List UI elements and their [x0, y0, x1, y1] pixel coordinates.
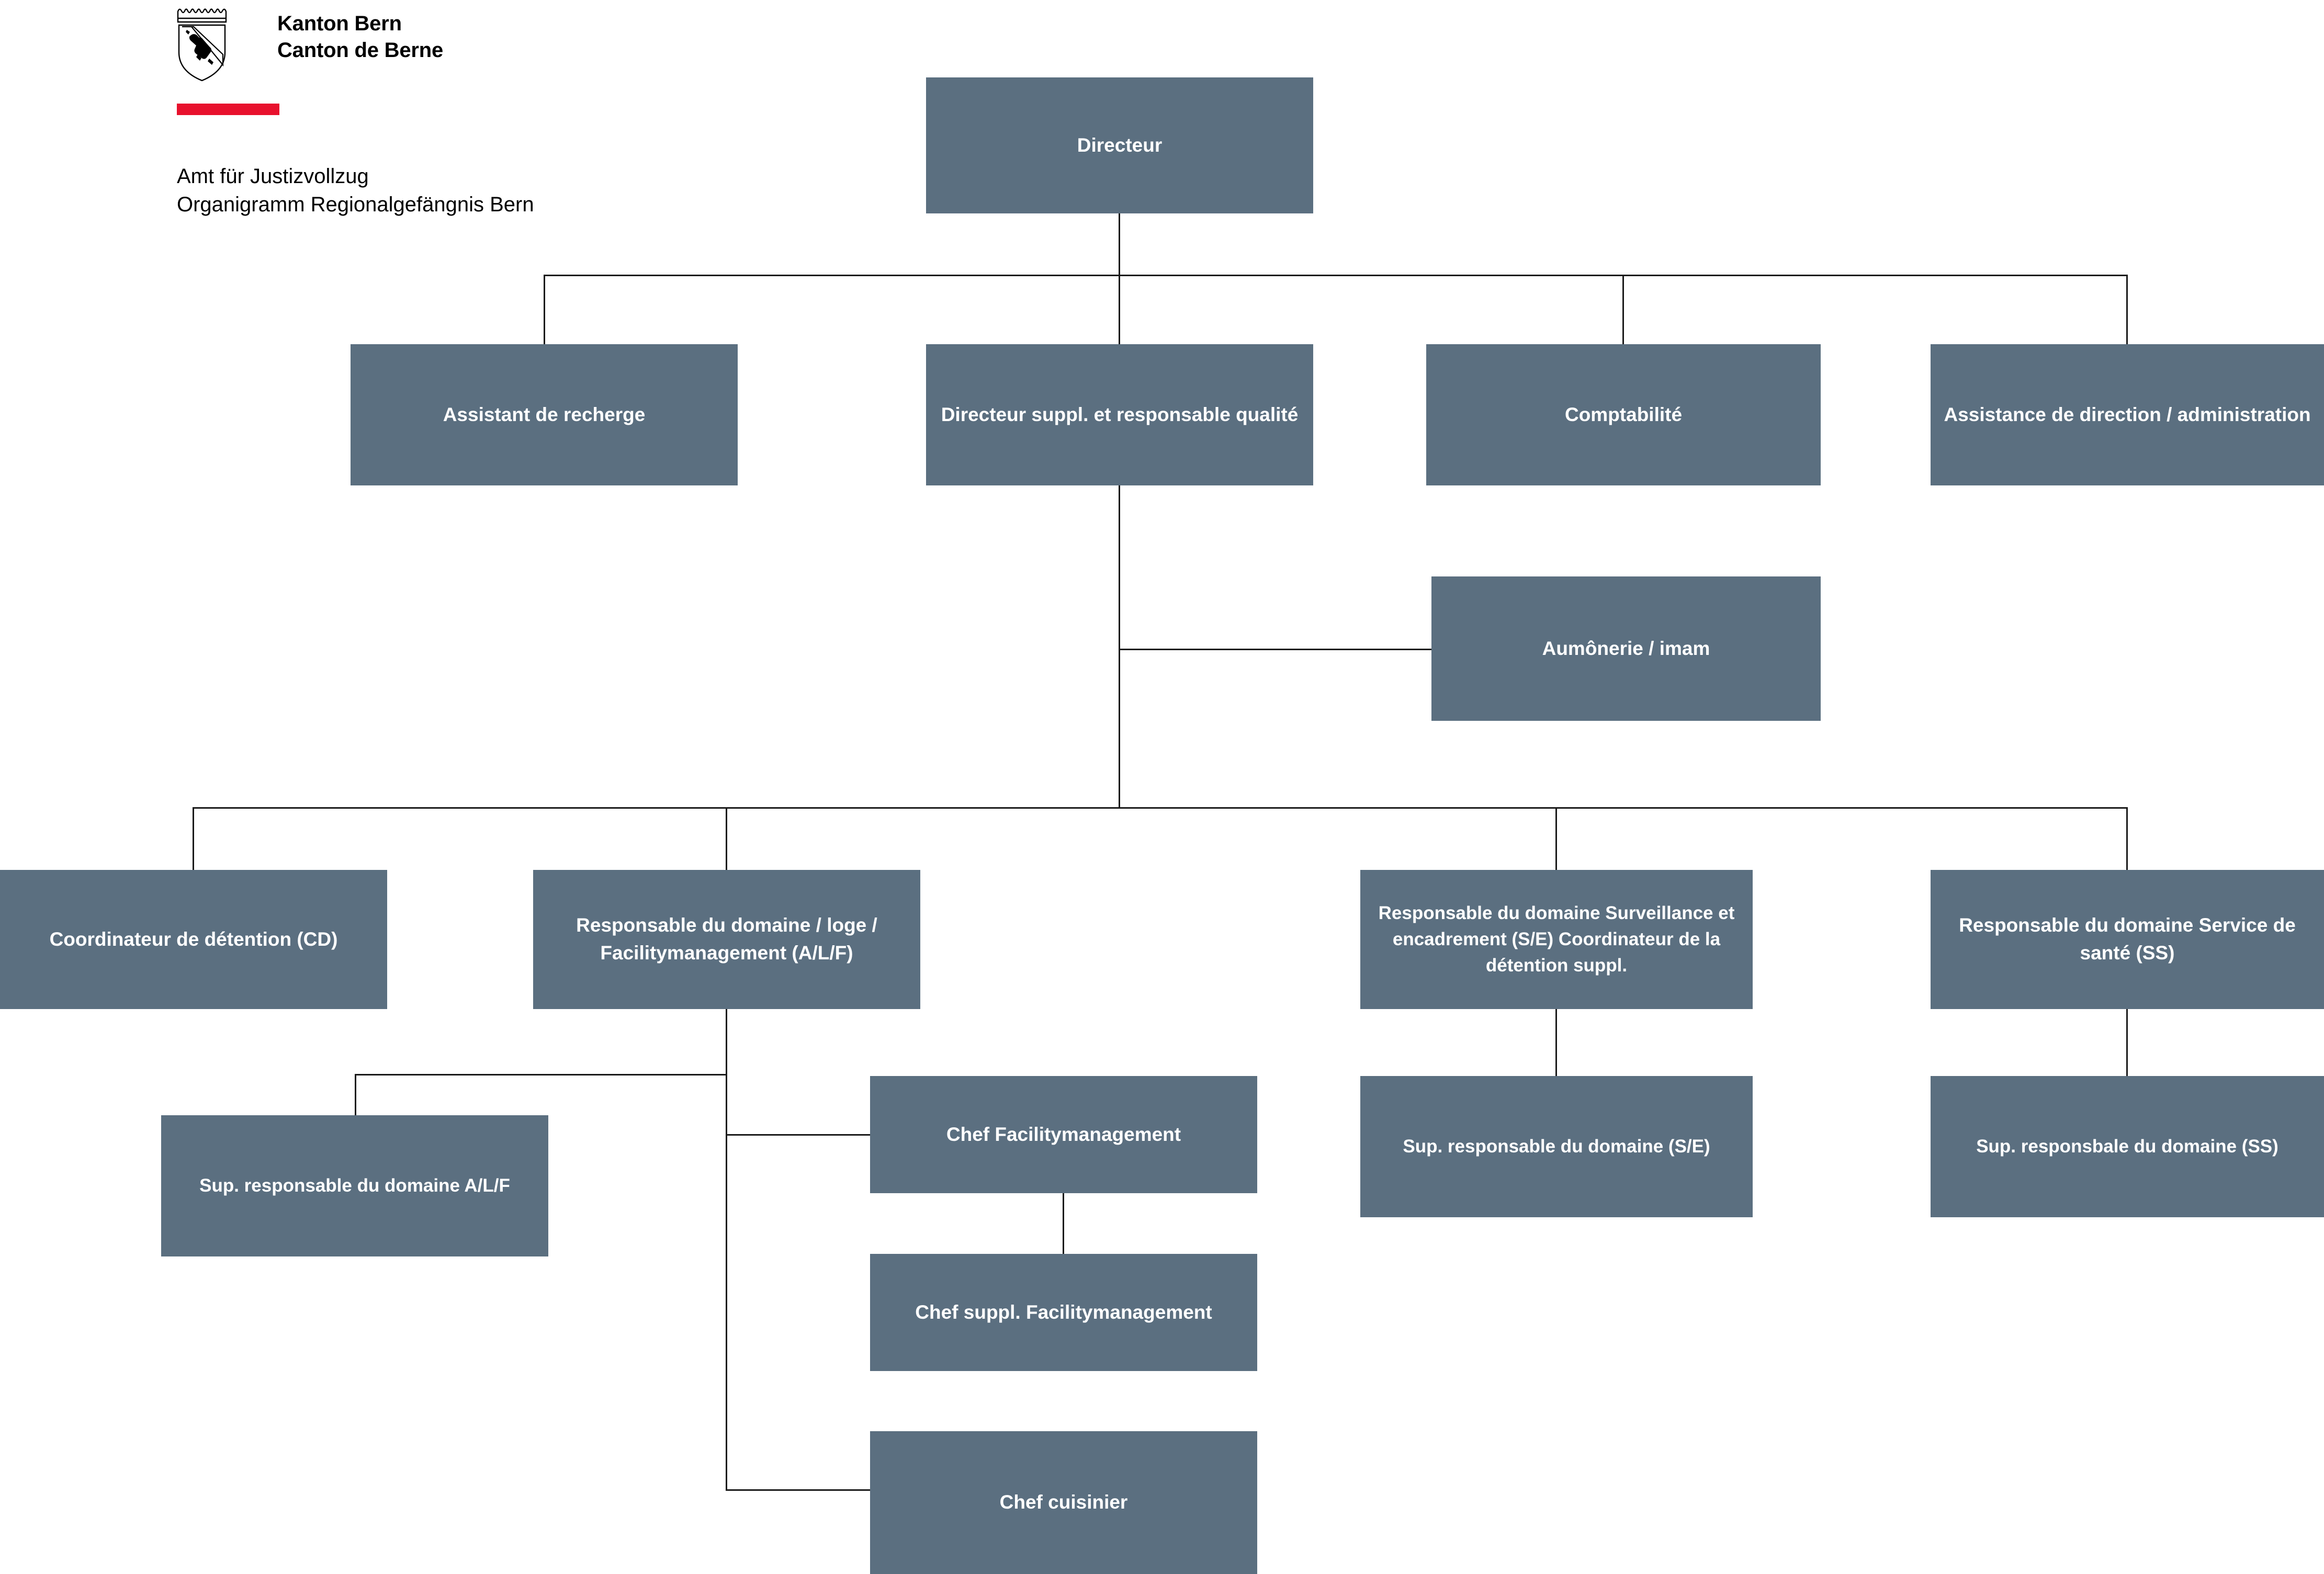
node-sup-responsable-se[interactable]: Sup. responsable du domaine (S/E): [1360, 1076, 1753, 1217]
node-chef-cuisinier[interactable]: Chef cuisinier: [870, 1431, 1257, 1574]
connector-to-assistant: [544, 275, 545, 345]
node-directeur-suppl-qualite[interactable]: Directeur suppl. et responsable qualité: [926, 344, 1313, 485]
node-directeur[interactable]: Directeur: [926, 77, 1313, 213]
connector-to-directeur-suppl: [1119, 275, 1120, 345]
brand-name-fr: Canton de Berne: [277, 39, 444, 62]
connector-to-aumonerie: [1119, 649, 1432, 650]
node-responsable-alf[interactable]: Responsable du domaine / loge / Facility…: [533, 870, 920, 1009]
connector-ss-to-sup-ss: [2126, 1009, 2128, 1077]
brand-accent-bar: [177, 104, 279, 115]
connector-se-to-sup-se: [1555, 1009, 1557, 1077]
node-assistant-de-recherge[interactable]: Assistant de recherge: [351, 344, 738, 485]
node-sup-responsable-ss[interactable]: Sup. responsbale du domaine (SS): [1931, 1076, 2324, 1217]
node-coordinateur-detention[interactable]: Coordinateur de détention (CD): [0, 870, 387, 1009]
node-assistance-direction[interactable]: Assistance de direction / administration: [1931, 344, 2324, 485]
connector-alf-sup-drop: [355, 1074, 356, 1117]
connector-alf-to-chef-cuisinier: [726, 1489, 871, 1491]
node-aumonerie-imam[interactable]: Aumônerie / imam: [1431, 576, 1821, 721]
node-chef-suppl-facilitymanagement[interactable]: Chef suppl. Facilitymanagement: [870, 1254, 1257, 1371]
brand-name-de: Kanton Bern: [277, 12, 402, 35]
node-chef-facilitymanagement[interactable]: Chef Facilitymanagement: [870, 1076, 1257, 1193]
connector-to-resp-ss: [2126, 807, 2128, 871]
connector-to-resp-se: [1555, 807, 1557, 871]
connector-chef-fm-to-suppl: [1063, 1193, 1064, 1255]
connector-row3-bus: [193, 807, 2127, 809]
connector-row2-bus: [544, 275, 2127, 276]
node-comptabilite[interactable]: Comptabilité: [1426, 344, 1821, 485]
connector-to-comptabilite: [1622, 275, 1624, 345]
connector-to-assistance-dir: [2126, 275, 2128, 345]
bern-coat-of-arms-icon: [173, 4, 232, 84]
connector-to-coord-detention: [193, 807, 194, 871]
connector-alf-to-sup: [355, 1074, 727, 1075]
connector-directeur-suppl-spine: [1119, 485, 1120, 809]
connector-alf-spine: [726, 1009, 727, 1490]
connector-to-resp-alf: [726, 807, 727, 871]
connector-directeur-drop: [1119, 213, 1120, 276]
node-responsable-se[interactable]: Responsable du domaine Surveillance et e…: [1360, 870, 1753, 1009]
page-title: Organigramm Regionalgefängnis Bern: [177, 193, 534, 216]
node-responsable-ss[interactable]: Responsable du domaine Service de santé …: [1931, 870, 2324, 1009]
office-name: Amt für Justizvollzug: [177, 165, 369, 188]
node-sup-responsable-alf[interactable]: Sup. responsable du domaine A/L/F: [161, 1115, 548, 1256]
connector-alf-to-chef-fm: [726, 1134, 871, 1136]
